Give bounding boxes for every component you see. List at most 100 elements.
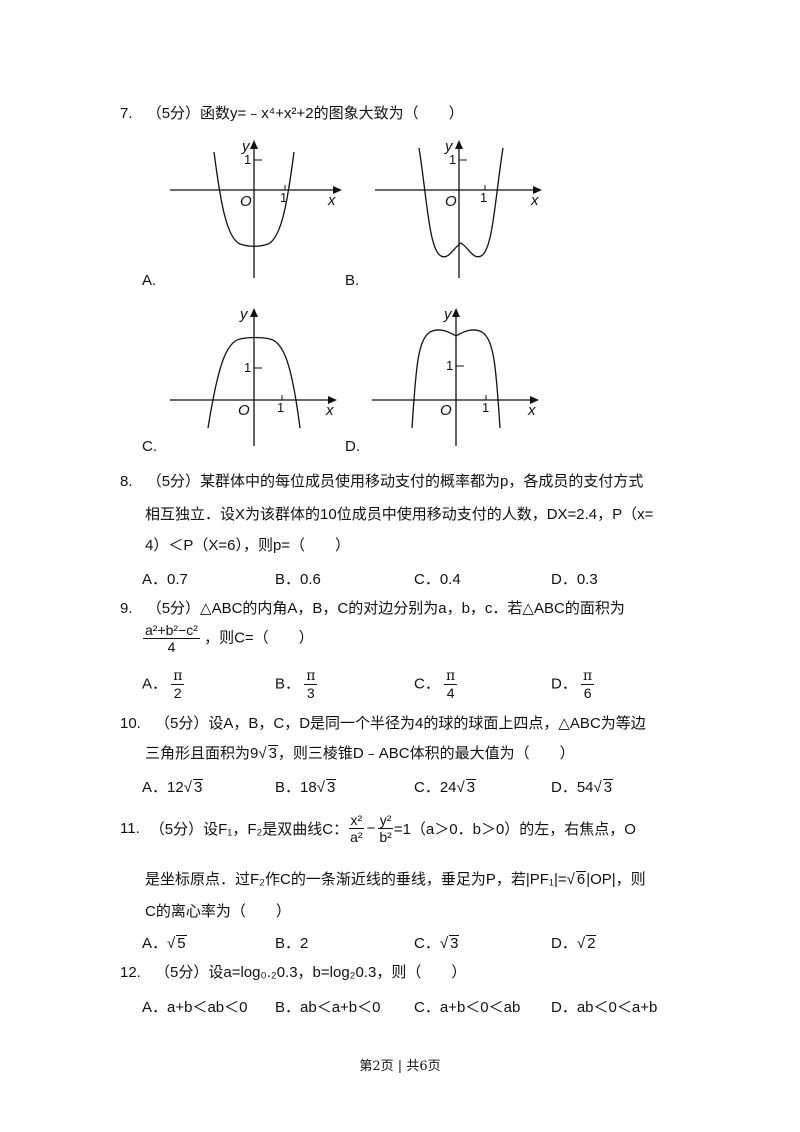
option-label: C． (414, 935, 440, 952)
option-label: A． (142, 935, 168, 952)
option-coefficient: 12 (167, 779, 184, 796)
q11-option-a[interactable]: A．√5 (142, 935, 187, 952)
q10-stem-2a: 三角形且面积为9 (145, 745, 259, 762)
q11-option-b[interactable]: B．2 (275, 932, 308, 953)
x-axis-label: x (531, 192, 539, 209)
option-label: D． (551, 675, 577, 693)
y-axis-label: y (445, 138, 453, 155)
option-coefficient: 18 (300, 779, 317, 796)
q7-option-a[interactable]: A. (142, 272, 157, 289)
option-label: C． (414, 999, 440, 1016)
option-value: 0.7 (167, 571, 188, 588)
q10-line-2: 三角形且面积为9√3，则三棱锥D﹣ABC体积的最大值为（ ） (145, 745, 575, 762)
q11-stem-prefix: （5分）设F₁，F₂是双曲线C： (149, 821, 349, 838)
radicand: 3 (192, 779, 204, 796)
x-axis-label: x (326, 402, 334, 419)
option-value: a+b＜ab＜0 (167, 999, 248, 1016)
tick-label-one: 1 (480, 190, 488, 205)
fraction-denominator: a² (350, 829, 363, 845)
option-value: a+b＜0＜ab (439, 999, 521, 1016)
fraction-denominator: 2 (173, 685, 182, 701)
q8-option-b[interactable]: B．0.6 (275, 568, 321, 589)
radicand: 6 (575, 871, 587, 888)
radicand: 3 (449, 935, 460, 952)
q8-stem-1: （5分）某群体中的每位成员使用移动支付的概率都为p，各成员的支付方式 (146, 473, 644, 490)
q10-option-a[interactable]: A．12√3 (142, 779, 204, 796)
radicand: 3 (465, 779, 477, 796)
radicand: 3 (325, 779, 337, 796)
page-footer: 第2页 | 共6页 (359, 1059, 441, 1074)
option-coefficient: 54 (576, 779, 594, 796)
y-axis-label: y (444, 306, 452, 323)
q7-option-c[interactable]: C. (142, 438, 157, 455)
q11-option-c[interactable]: C．√3 (414, 935, 460, 952)
q12-option-c[interactable]: C．a+b＜0＜ab (414, 996, 520, 1017)
q8-line-1: 8. （5分）某群体中的每位成员使用移动支付的概率都为p，各成员的支付方式 (120, 472, 643, 492)
q8-option-c[interactable]: C．0.4 (414, 568, 461, 589)
q10-line-1: 10. （5分）设A，B，C，D是同一个半径为4的球的球面上四点，△ABC为等边 (120, 714, 646, 734)
q11-stem-2b: |OP|，则 (586, 871, 646, 888)
q11-line-2: 是坐标原点．过F₂作C的一条渐近线的垂线，垂足为P，若|PF₁|=√6|OP|，… (145, 871, 646, 888)
radicand: 2 (586, 935, 597, 952)
pi-symbol: π (581, 668, 595, 685)
q7-stem-line: 7. （5分）函数y=﹣x⁴+x²+2的图象大致为（ ） (120, 104, 464, 124)
question-number: 7. (120, 105, 133, 122)
option-label: A． (142, 779, 168, 796)
q11-option-d[interactable]: D．√2 (551, 935, 597, 952)
option-label: B． (275, 935, 301, 952)
q7-graph-b: y 1 O 1 x (375, 138, 555, 283)
q12-option-a[interactable]: A．a+b＜ab＜0 (142, 996, 248, 1017)
q8-option-a[interactable]: A．0.7 (142, 568, 188, 589)
radicand: 3 (267, 745, 278, 762)
tick-label-one: 1 (244, 360, 252, 375)
q10-option-b[interactable]: B．18√3 (275, 779, 337, 796)
option-value: 0.3 (576, 571, 598, 588)
y-axis-label: y (242, 138, 250, 155)
q7-graph-a: y 1 O 1 x (170, 138, 350, 283)
fraction-numerator: x² (348, 812, 365, 829)
q8-line-3: 4）＜P（X=6），则p=（ ） (145, 537, 351, 554)
pi-symbol: π (304, 668, 318, 685)
option-label: A． (142, 675, 168, 693)
q12-option-d[interactable]: D．ab＜0＜a+b (551, 996, 657, 1017)
q10-option-c[interactable]: C．24√3 (414, 779, 477, 796)
option-label: B． (275, 779, 301, 796)
option-label: B． (275, 571, 301, 588)
option-value: 0.6 (300, 571, 321, 588)
origin-label: O (240, 193, 252, 210)
tick-label-one: 1 (446, 358, 454, 373)
q7-option-d[interactable]: D. (345, 438, 360, 455)
q12-option-b[interactable]: B．ab＜a+b＜0 (275, 996, 381, 1017)
option-label: D． (551, 999, 577, 1016)
q12-stem: （5分）设a=log₀.₂0.3，b=log₂0.3，则（ ） (155, 964, 467, 981)
q8-option-d[interactable]: D．0.3 (551, 568, 598, 589)
tick-label-one: 1 (244, 152, 252, 167)
q10-stem-1: （5分）设A，B，C，D是同一个半径为4的球的球面上四点，△ABC为等边 (155, 715, 646, 732)
question-number: 12. (120, 964, 141, 981)
minus-sign: − (366, 820, 376, 837)
q10-stem-2b: ，则三棱锥D﹣ABC体积的最大值为（ ） (277, 745, 575, 762)
q11-stem-suffix: =1（a＞0．b＞0）的左，右焦点，O (393, 821, 636, 838)
tick-label-one: 1 (449, 152, 457, 167)
option-label: D． (551, 571, 577, 588)
q7-option-b[interactable]: B. (345, 272, 360, 289)
y-axis-label: y (240, 306, 248, 323)
q10-option-d[interactable]: D．54√3 (551, 779, 614, 796)
question-number: 9. (120, 600, 133, 617)
x-axis-label: x (528, 402, 536, 419)
radicand: 3 (602, 779, 614, 796)
option-value: 0.4 (439, 571, 461, 588)
option-value: ab＜a+b＜0 (300, 999, 381, 1016)
option-label: C． (414, 571, 440, 588)
pi-symbol: π (444, 668, 458, 685)
fraction-numerator: y² (377, 812, 394, 829)
q7-stem: （5分）函数y=﹣x⁴+x²+2的图象大致为（ ） (146, 105, 464, 122)
option-label: B． (275, 675, 301, 693)
question-number: 10. (120, 715, 141, 732)
